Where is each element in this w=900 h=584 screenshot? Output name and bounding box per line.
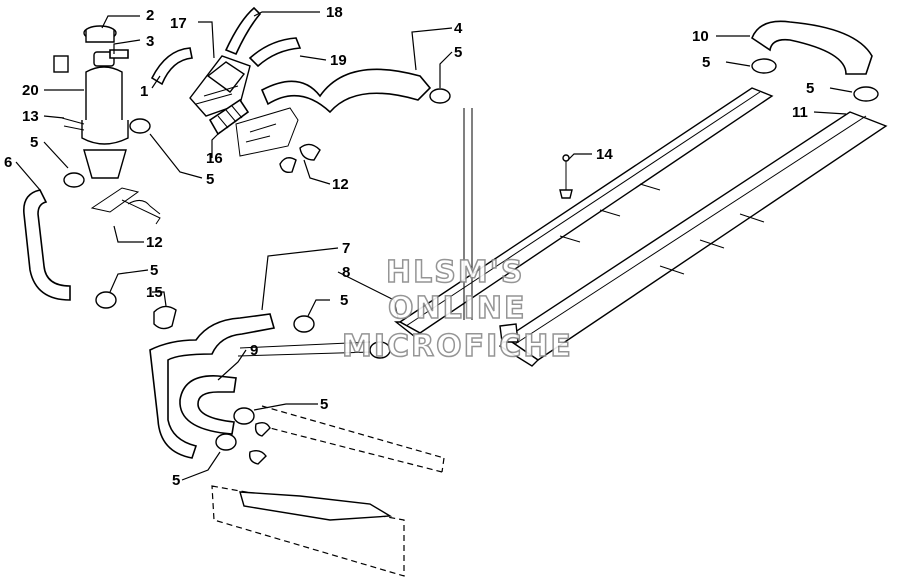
hose-clip-15 [153, 305, 177, 330]
watermark-line-1: HLSM'S [386, 255, 524, 290]
callout-19: 19 [330, 52, 347, 69]
clamp [63, 58, 879, 451]
callout-12: 12 [146, 234, 163, 251]
bolt-14 [559, 154, 573, 199]
callout-labels: 2 3 17 18 4 5 10 5 5 11 19 1 20 13 5 6 1… [4, 4, 814, 489]
hose-10 [751, 20, 873, 75]
callout-5: 5 [454, 44, 462, 61]
coolant-tube-8 [237, 108, 519, 357]
hose-9 [179, 375, 237, 435]
drain-fittings [248, 421, 271, 465]
hose-19 [248, 37, 302, 68]
fitting-12-lower [127, 200, 161, 215]
callout-14: 14 [596, 146, 613, 163]
callout-15: 15 [146, 284, 163, 301]
mounting-bracket [90, 187, 161, 225]
callout-3: 3 [146, 33, 154, 50]
callout-5: 5 [702, 54, 710, 71]
hose-18 [224, 6, 262, 56]
fitting-12-upper [279, 143, 321, 174]
hose-16 [208, 98, 250, 136]
callout-20: 20 [22, 82, 39, 99]
callout-13: 13 [22, 108, 39, 125]
callout-6: 6 [4, 154, 12, 171]
callout-2: 2 [146, 7, 154, 24]
callout-4: 4 [454, 20, 463, 37]
callout-17: 17 [170, 15, 187, 32]
hose-3 [109, 49, 129, 59]
callout-1: 1 [140, 83, 148, 100]
callout-5: 5 [30, 134, 38, 151]
bulkhead-plate-lower [211, 485, 405, 577]
watermark-line-3: MICROFICHE [342, 329, 573, 364]
heat-exchanger-left [393, 87, 774, 337]
callout-5: 5 [806, 80, 814, 97]
callout-5: 5 [206, 171, 214, 188]
hose-6 [23, 189, 71, 301]
thermostat-housing [189, 55, 251, 117]
watermark: HLSM'S ONLINE MICROFICHE [341, 254, 573, 365]
hose-1 [150, 47, 193, 86]
callout-5: 5 [320, 396, 328, 413]
callout-5: 5 [172, 472, 180, 489]
shield-plate [235, 107, 299, 157]
coolant-bottle [53, 25, 129, 179]
hose-7 [149, 313, 276, 459]
callout-7: 7 [342, 240, 350, 257]
bulkhead-plate-upper [261, 405, 445, 473]
callout-8: 8 [342, 264, 350, 281]
leader-lines [15, 11, 853, 481]
callout-5: 5 [340, 292, 348, 309]
callout-18: 18 [326, 4, 343, 21]
callout-5: 5 [150, 262, 158, 279]
callout-12: 12 [332, 176, 349, 193]
callout-11: 11 [792, 104, 808, 121]
heat-exchanger-right [498, 111, 888, 367]
callout-10: 10 [692, 28, 709, 45]
watermark-line-2: ONLINE [388, 291, 527, 326]
hose-4 [260, 68, 432, 114]
callout-16: 16 [206, 150, 223, 167]
callout-9: 9 [250, 342, 258, 359]
